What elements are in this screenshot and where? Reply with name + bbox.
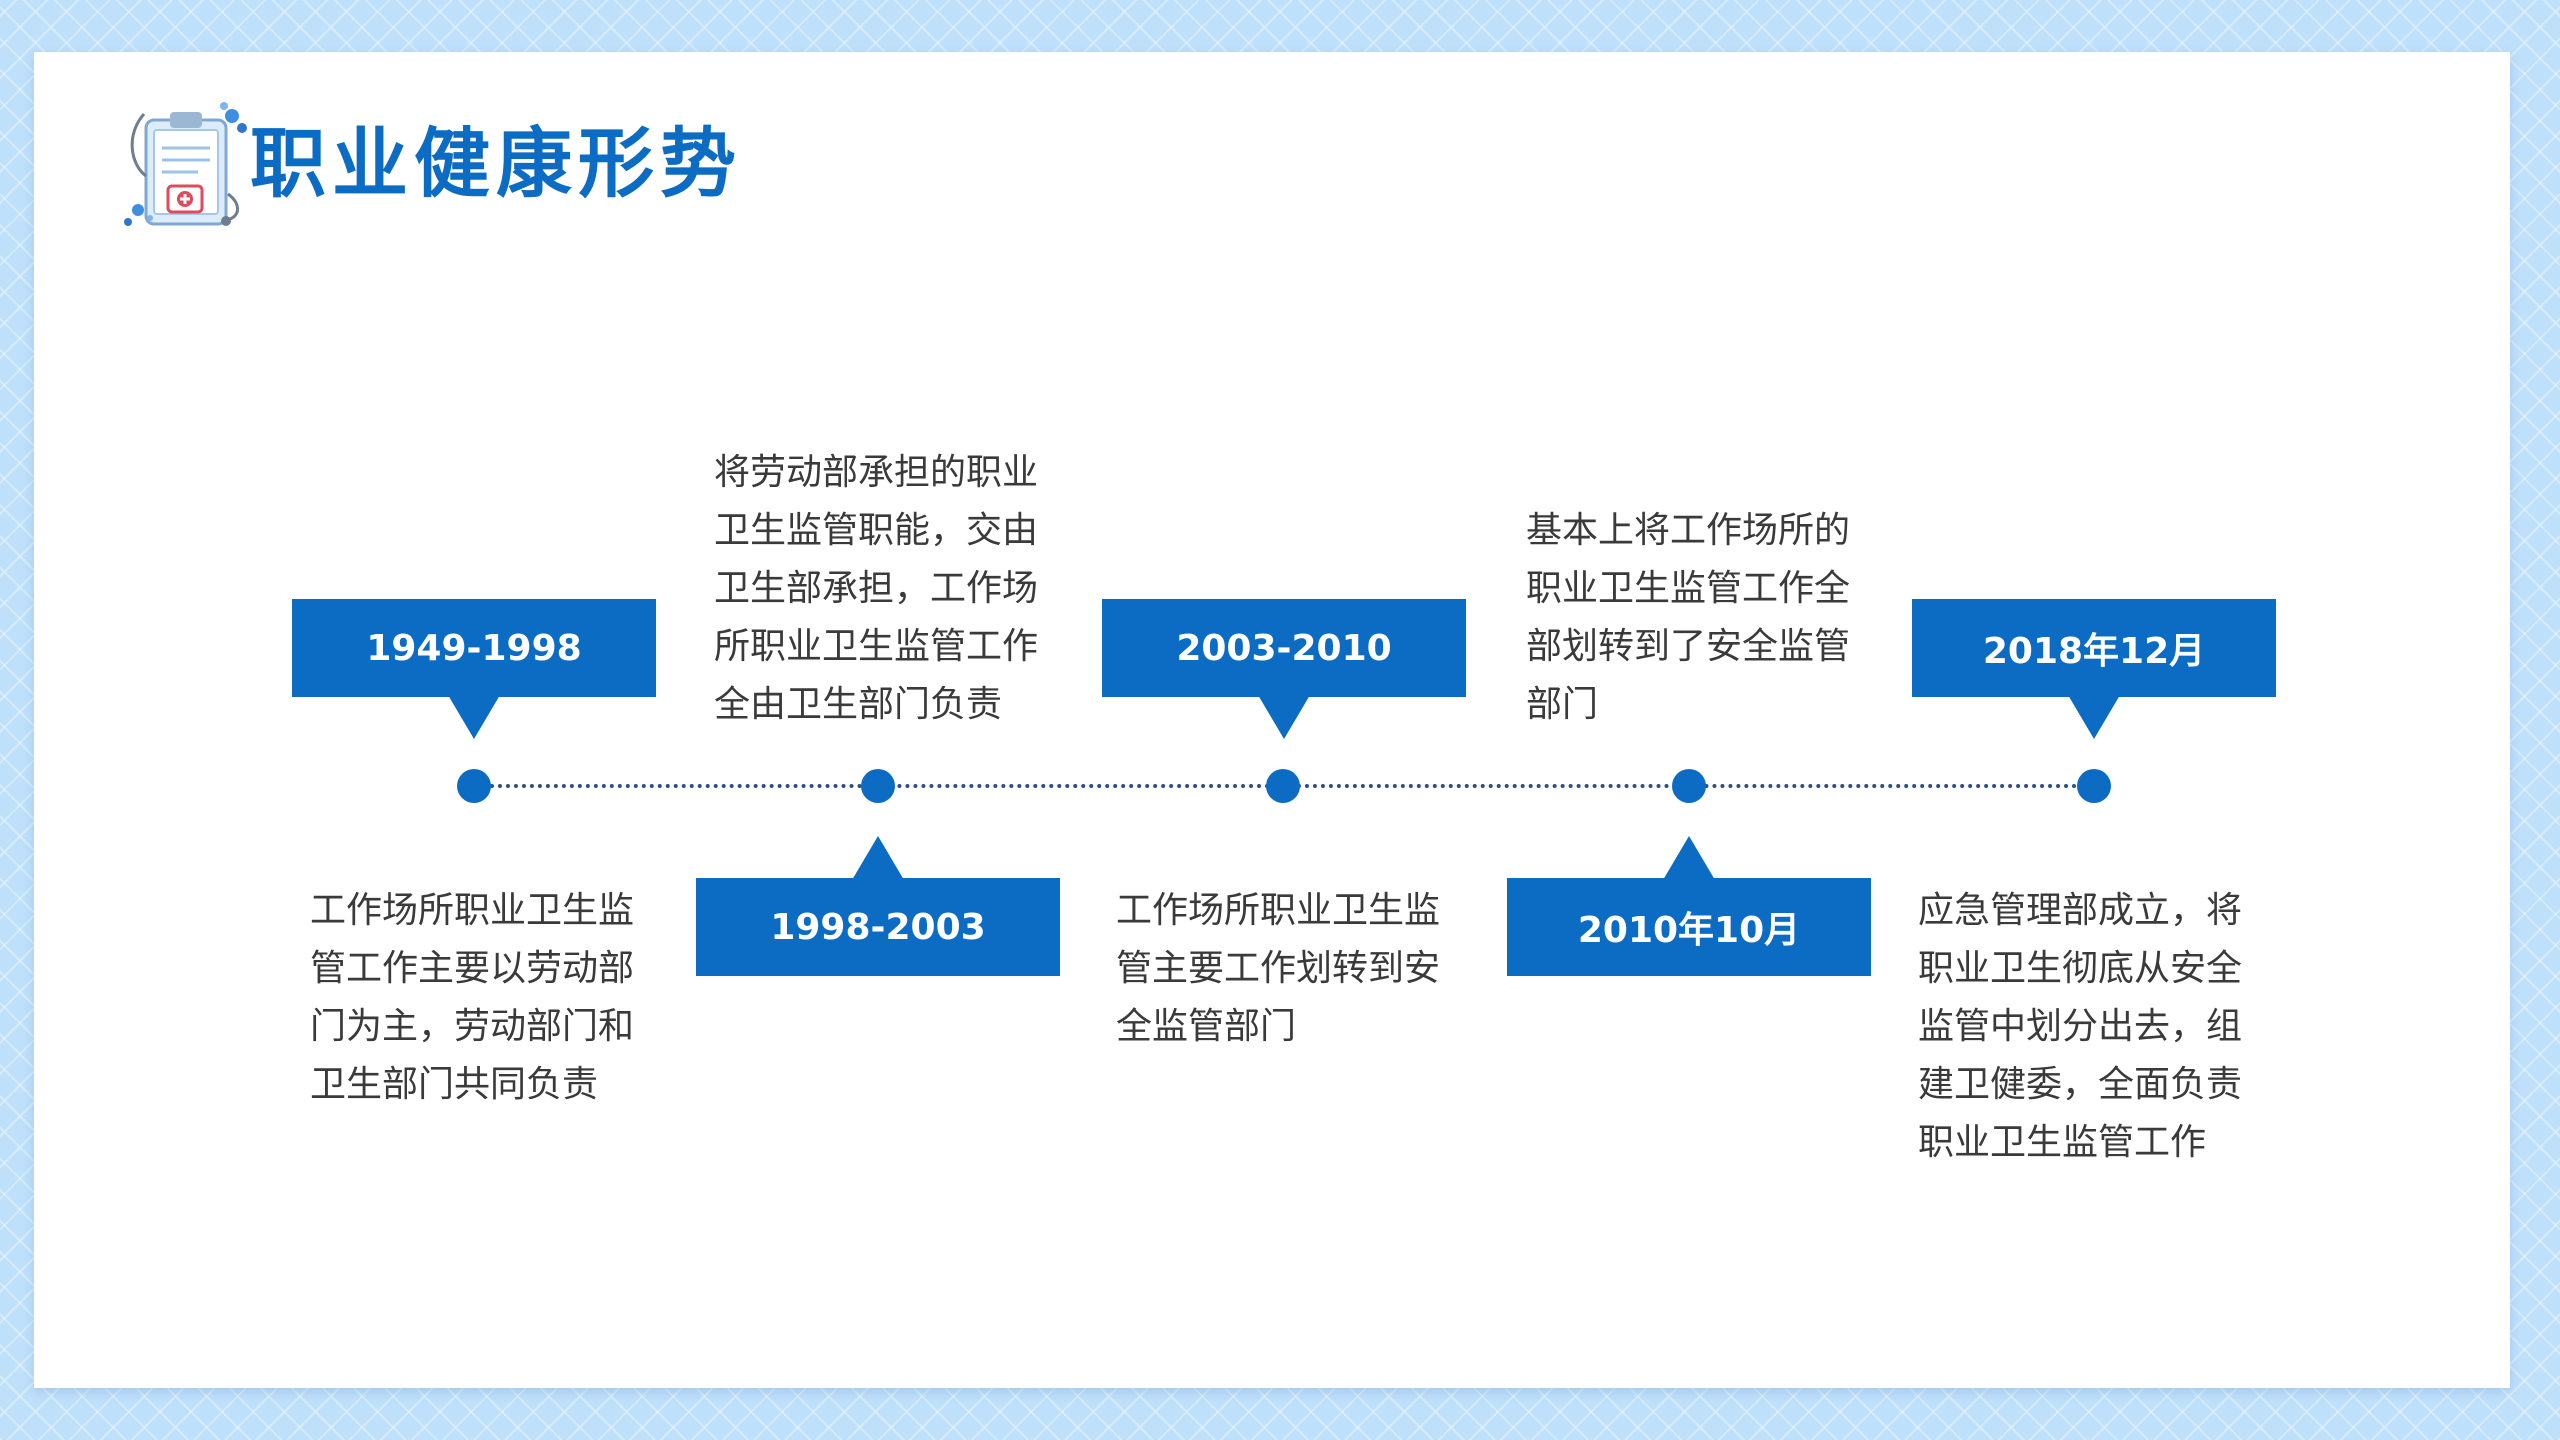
period-box-4: 2010年10月 xyxy=(1507,878,1871,976)
timeline-dot-3 xyxy=(1266,769,1300,803)
period-box-2: 1998-2003 xyxy=(696,878,1060,976)
event-description-4: 基本上将工作场所的职业卫生监管工作全部划转到了安全监管部门 xyxy=(1526,510,1851,725)
period-box-5: 2018年12月 xyxy=(1912,599,2276,697)
timeline-dot-5 xyxy=(2077,769,2111,803)
event-description-1: 工作场所职业卫生监管工作主要以劳动部门为主，劳动部门和卫生部门共同负责 xyxy=(310,890,635,1105)
event-description-3: 工作场所职业卫生监管主要工作划转到安全监管部门 xyxy=(1116,890,1441,1047)
timeline-dot-1 xyxy=(457,769,491,803)
period-box-1: 1949-1998 xyxy=(292,599,656,697)
period-box-3: 2003-2010 xyxy=(1102,599,1466,697)
page-title: 职业健康形势 xyxy=(250,119,742,208)
clipboard-stethoscope-icon xyxy=(124,102,247,226)
slide-card: 职业健康形势 1949-1998 1998-2003 2003-2010 201… xyxy=(34,52,2510,1388)
event-description-2: 将劳动部承担的职业卫生监管职能，交由卫生部承担，工作场所职业卫生监管工作全由卫生… xyxy=(714,452,1039,725)
timeline-dot-4 xyxy=(1672,769,1706,803)
timeline-dot-2 xyxy=(861,769,895,803)
event-description-5: 应急管理部成立，将职业卫生彻底从安全监管中划分出去，组建卫健委，全面负责职业卫生… xyxy=(1918,890,2243,1163)
